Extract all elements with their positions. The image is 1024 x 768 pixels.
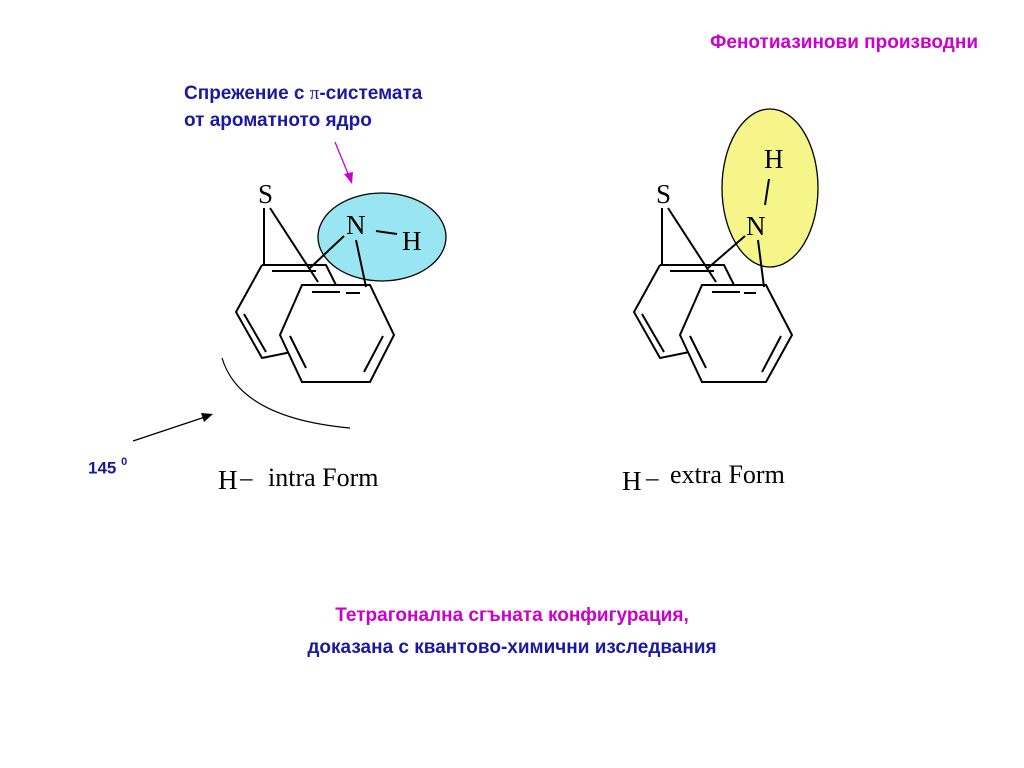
- intra-form-label-h: H: [218, 465, 238, 495]
- intra-nitrogen-atom: N: [346, 210, 366, 240]
- footer-caption: Тетрагонална сгъната конфигурация, доказ…: [0, 600, 1024, 664]
- extra-form-label: extra Form: [670, 460, 785, 489]
- footer-line-1: Тетрагонална сгъната конфигурация,: [335, 605, 689, 626]
- intra-front-ring: [278, 284, 396, 383]
- conjugation-line-2: от ароматното ядро: [184, 110, 372, 131]
- pi-symbol: π: [309, 83, 320, 104]
- conjugation-label: Спрежение с π-системата от ароматното яд…: [184, 80, 422, 134]
- conjugation-text-b: -системата: [319, 83, 423, 104]
- extra-bonds: [661, 178, 770, 288]
- extra-hydrogen-atom: H: [764, 144, 784, 174]
- intra-conjugation-ellipse: [317, 192, 447, 282]
- intra-sulfur-atom: S: [258, 179, 273, 209]
- extra-front-ring: [678, 284, 794, 383]
- conjugation-text-a: Спрежение с: [184, 83, 310, 104]
- intra-form-label: intra Form: [268, 463, 379, 492]
- angle-label: 145 0: [88, 456, 128, 479]
- extra-form-label-h: H: [622, 466, 642, 496]
- intra-bonds: [263, 207, 398, 288]
- intra-hydrogen-atom: H: [402, 226, 422, 256]
- intra-form-label-bond: –: [239, 465, 253, 492]
- conjugation-line-1: Спрежение с π-системата: [184, 80, 422, 107]
- extra-form-label-bond: –: [645, 465, 659, 492]
- intra-structure: S N H: [234, 179, 447, 383]
- footer-line-2: доказана с квантово-химични изследвания: [307, 637, 717, 658]
- angle-value: 145: [88, 458, 117, 478]
- extra-nitrogen-atom: N: [746, 211, 766, 241]
- angle-arc: [221, 357, 351, 429]
- extra-sulfur-atom: S: [656, 179, 671, 209]
- extra-structure: S N H: [632, 108, 819, 383]
- angle-arrow: [132, 413, 213, 442]
- angle-degree: 0: [121, 456, 128, 468]
- conjugation-arrow: [334, 141, 353, 184]
- page-title: Фенотиазинови производни: [710, 32, 978, 53]
- extra-conjugation-ellipse: [721, 108, 819, 268]
